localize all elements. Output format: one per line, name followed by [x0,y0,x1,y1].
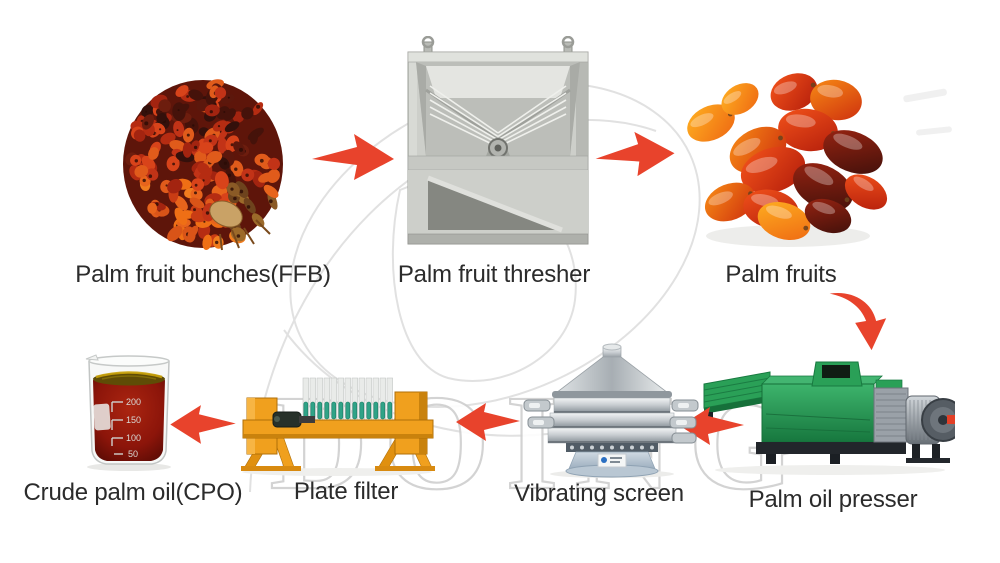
oil-presser-machine-photo [703,361,955,475]
arrow-right-icon [312,134,394,180]
label-palm-fruit-thresher: Palm fruit thresher [397,261,591,288]
plate-filter-machine-photo [241,377,435,476]
arrow-left-icon [170,405,236,444]
screen-decks [547,397,677,444]
label-palm-fruits: Palm fruits [725,261,837,288]
label-crude-palm-oil: Crude palm oil(CPO) [23,479,243,506]
lifting-lugs [421,36,575,55]
arrow-left-icon [456,403,520,441]
beaker-graduations [111,401,123,455]
clamp-handles [523,399,699,444]
label-vibrating-screen: Vibrating screen [514,480,684,507]
photo-smudges [903,88,952,136]
graduation-150: 150 [126,415,141,425]
palm-fruits-photo [687,73,888,247]
bunch-fibers [219,219,271,251]
vibrating-screen-machine-photo [523,343,699,478]
beaker-spout [85,354,99,361]
label-palm-fruit-bunches: Palm fruit bunches(FFB) [75,261,331,288]
label-palm-oil-presser: Palm oil presser [748,486,918,513]
thresher-machine-photo [407,36,589,245]
graduation-50: 50 [128,449,138,459]
arrow-down-icon [829,292,887,351]
arrow-right-icon [595,131,675,177]
oil-beaker-photo: 200 150 100 50 [85,354,171,471]
graduation-100: 100 [126,433,141,443]
label-plate-filter: Plate filter [293,478,399,505]
presser-shaft-tip [947,415,955,424]
palm-fruit-bunch-photo [123,79,283,251]
graduation-200: 200 [126,397,141,407]
